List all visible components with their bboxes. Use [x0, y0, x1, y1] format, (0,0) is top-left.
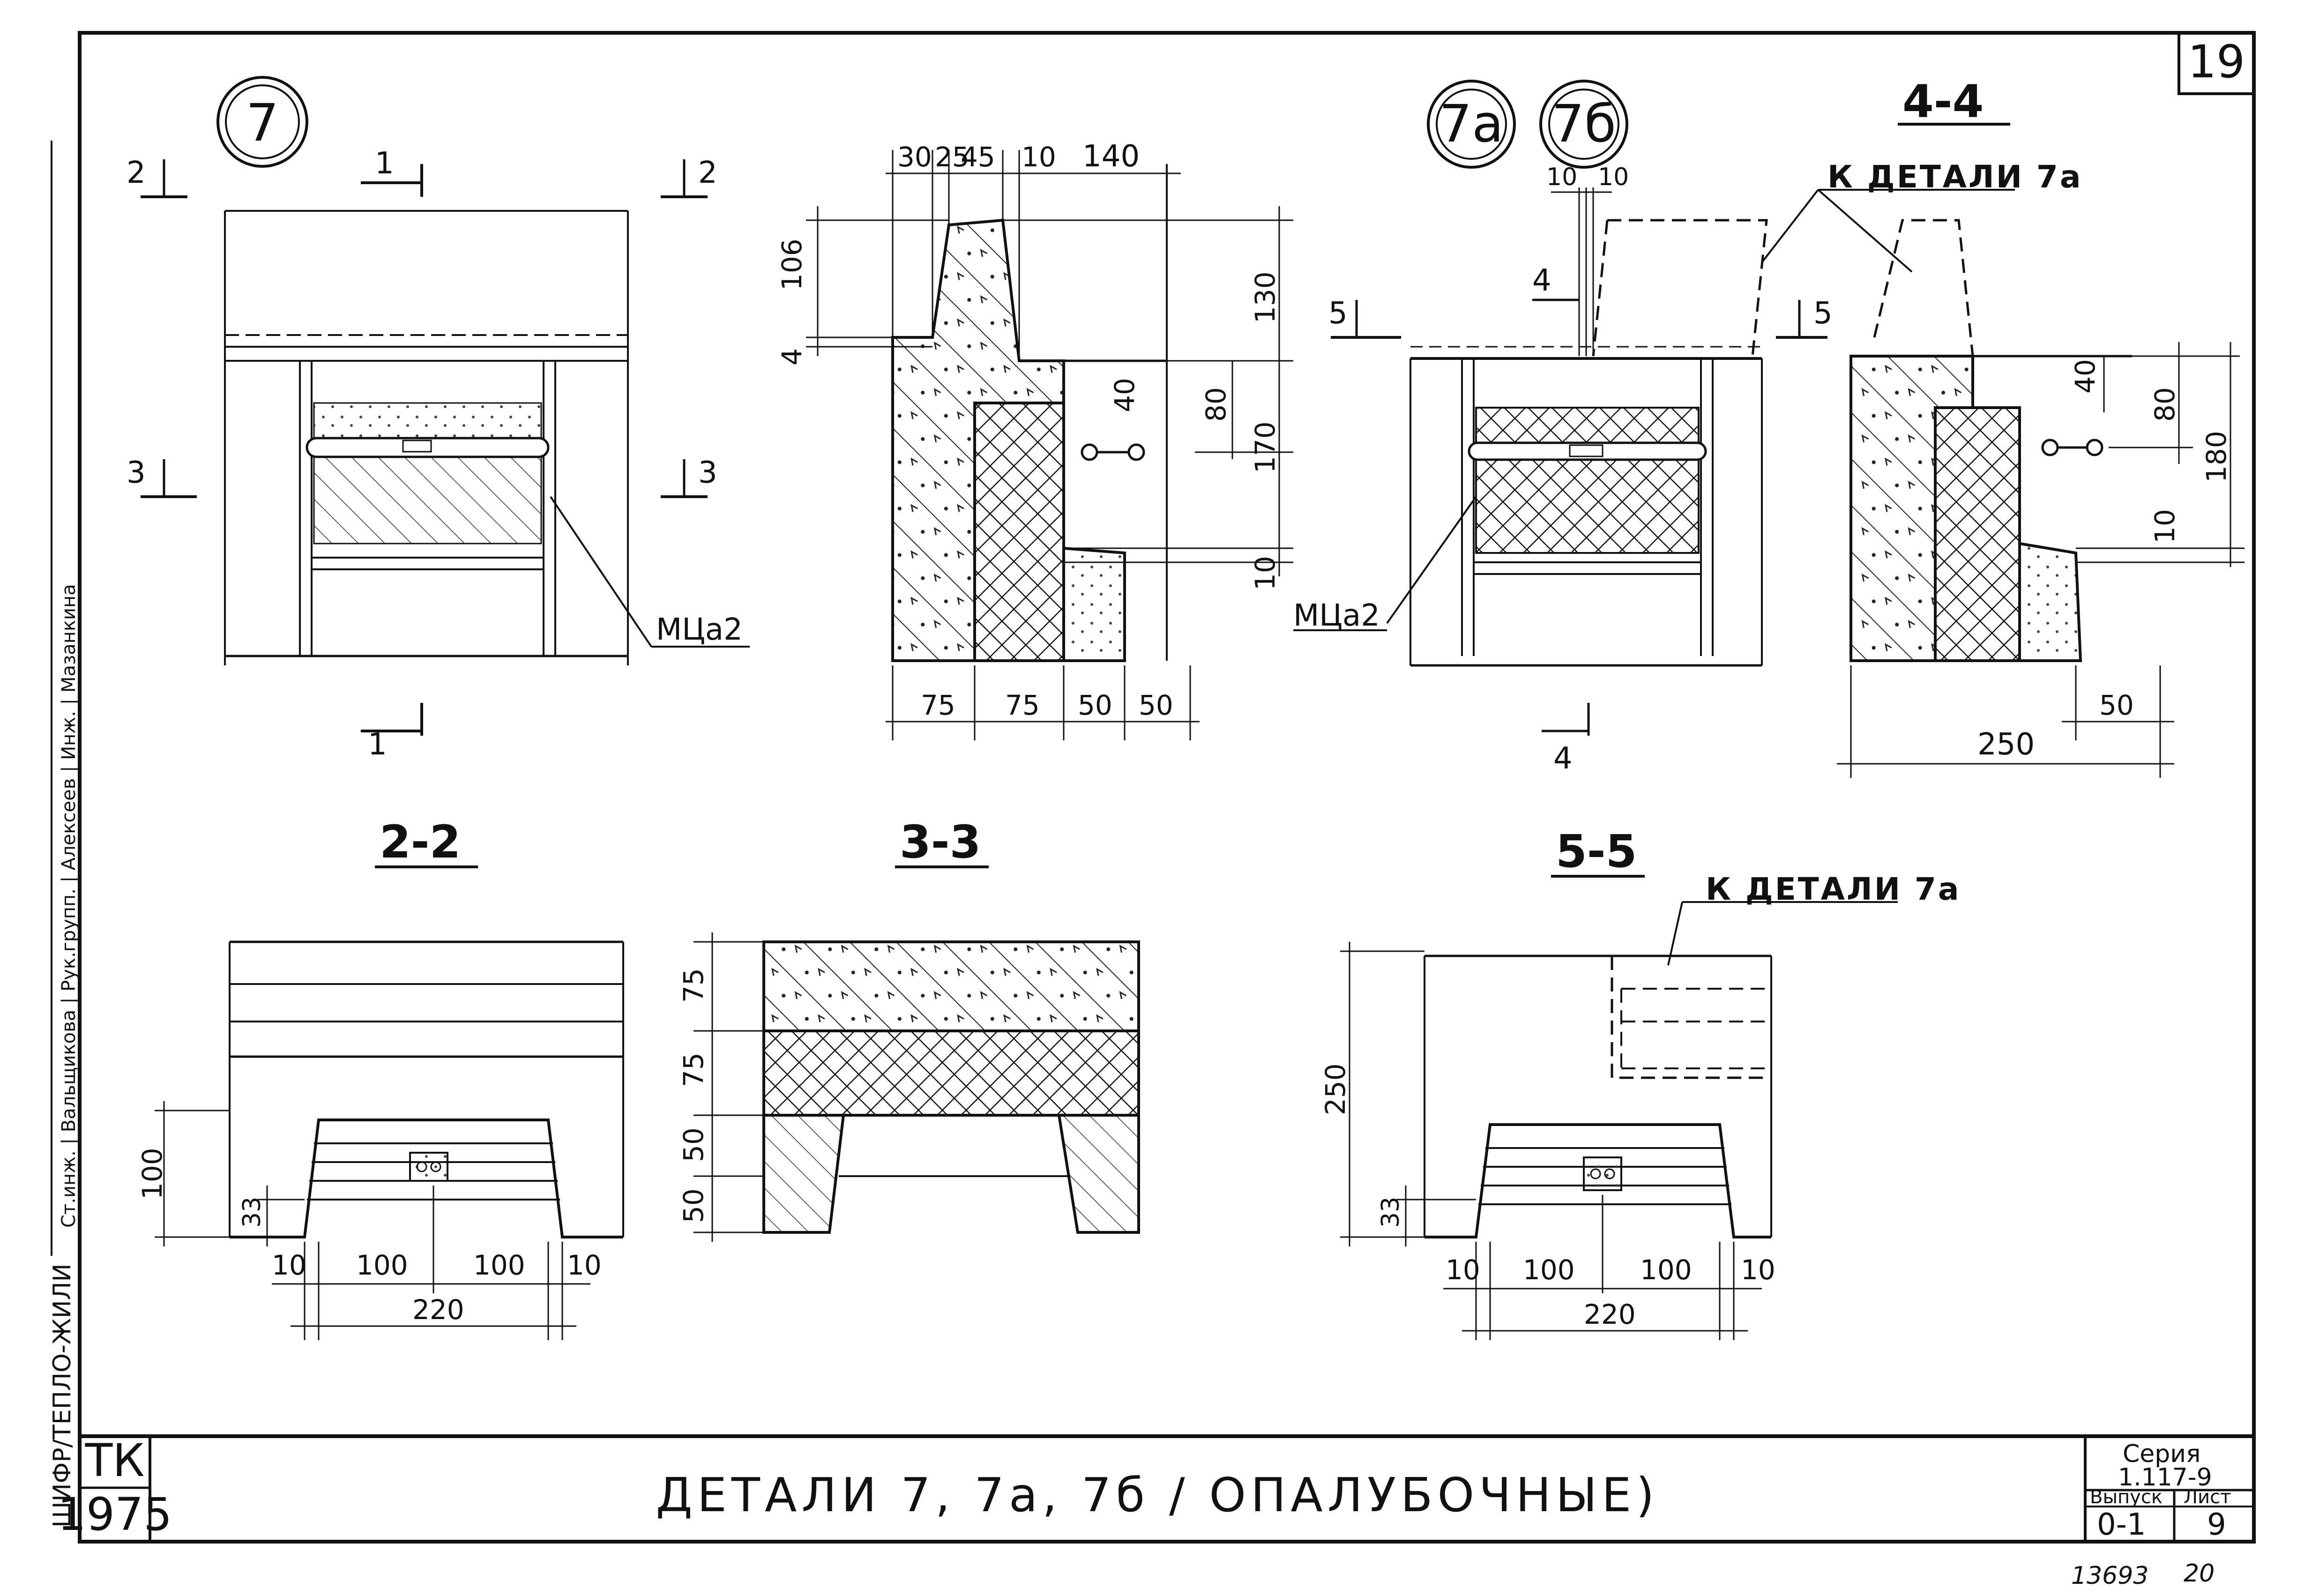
stamp-suffix: 20 — [2184, 1559, 2215, 1588]
sheet-frame — [78, 31, 2256, 1544]
s22-title: 2-2 — [380, 816, 461, 868]
d7a-part-label: МЦа2 — [1293, 598, 1380, 633]
detail-7-cut-3-right: 3 — [698, 455, 717, 490]
s44-bottom-dim-2: 250 — [1977, 727, 2035, 762]
s55-bottom-dim-3: 100 — [1640, 1254, 1692, 1286]
s44-right-dim-4: 10 — [2149, 509, 2181, 544]
s22-bottom-dim-4: 10 — [567, 1249, 602, 1281]
series-value: 1.117-9 — [2118, 1463, 2212, 1492]
s11-left-dim-2: 4 — [776, 348, 808, 365]
d7a-cut-4-bottom: 4 — [1553, 741, 1573, 776]
side-strip-bottom-text: ШИФР/ТЕПЛО-ЖИЛИ — [48, 1263, 76, 1528]
s11-left-dim-1: 106 — [776, 239, 808, 291]
s11-top-dim-3: 45 — [961, 141, 995, 173]
s44-title: 4-4 — [1902, 75, 1984, 128]
title-block-year: 1975 — [58, 1488, 172, 1541]
sheet-value: 9 — [2207, 1507, 2226, 1542]
detail-7a-marker: 7а — [1439, 94, 1503, 154]
s22-bottom-dim-5: 220 — [412, 1294, 464, 1326]
d7a-top-dim-2: 10 — [1598, 163, 1629, 191]
s22-left-dim-2: 33 — [238, 1197, 266, 1228]
drawing-title: ДЕТАЛИ 7, 7а, 7б / ОПАЛУБОЧНЫЕ) — [656, 1468, 1659, 1522]
s11-right-dim-3: 40 — [1109, 378, 1141, 412]
s11-bottom-dim-2: 75 — [1005, 689, 1040, 721]
s55-bottom-dim-2: 100 — [1523, 1254, 1575, 1286]
s11-top-dim-2: 25 — [935, 141, 970, 173]
s11-bottom-dim-1: 75 — [921, 689, 955, 721]
s55-bottom-dim-5: 220 — [1584, 1298, 1636, 1330]
s11-right-dim-2: 80 — [1200, 387, 1232, 422]
d7a-cut-5-right: 5 — [1813, 296, 1833, 331]
s33-title: 3-3 — [900, 816, 981, 868]
detail-7-cut-3-left: 3 — [127, 455, 146, 490]
s22-bottom-dim-2: 100 — [356, 1249, 408, 1281]
detail-7: 7 1 1 2 2 3 3 — [127, 76, 750, 762]
section-4-4: 4-4 К ДЕТАЛИ 7а 40 80 180 10 50 2 — [1761, 75, 2245, 778]
section-2-2: 2-2 100 33 10 100 100 10 — [136, 816, 624, 1340]
detail-7b-marker: 7б — [1551, 94, 1616, 154]
sheet-number-box: 19 — [2178, 31, 2255, 95]
s22-left-dim-1: 100 — [136, 1148, 168, 1200]
s22-bottom-dim-3: 100 — [473, 1249, 525, 1281]
d7a-top-dim-1: 10 — [1546, 163, 1577, 191]
side-strip: Ст.инж. | Вальщикова | Рук.групп. | Алек… — [48, 141, 80, 1528]
s11-top-dim-4: 10 — [1022, 141, 1056, 173]
s44-bottom-dim-1: 50 — [2099, 689, 2134, 721]
detail-7-cut-2-right: 2 — [698, 156, 717, 190]
detail-7-cut-1-top: 1 — [375, 146, 394, 181]
s33-left-dim-2: 75 — [678, 1052, 709, 1087]
issue-label: Выпуск — [2090, 1486, 2163, 1508]
detail-7-marker: 7 — [246, 93, 279, 153]
archive-stamp: 13693 20 — [2071, 1559, 2215, 1590]
title-block: ТК 1975 ДЕТАЛИ 7, 7а, 7б / ОПАЛУБОЧНЫЕ) … — [58, 1434, 2254, 1542]
series-label: Серия — [2123, 1440, 2200, 1468]
title-block-code: ТК — [85, 1434, 145, 1487]
s22-bottom-dim-1: 10 — [272, 1249, 306, 1281]
s11-bottom-dim-3: 50 — [1078, 689, 1112, 721]
s55-bottom-dim-4: 10 — [1741, 1254, 1775, 1286]
d7a-cut-4-top: 4 — [1532, 263, 1551, 298]
s11-right-dim-4: 170 — [1249, 421, 1281, 473]
s11-bottom-dim-4: 50 — [1139, 689, 1173, 721]
s44-right-dim-3: 180 — [2200, 431, 2232, 483]
sheet-label: Лист — [2184, 1486, 2231, 1508]
detail-7-cut-1-bottom: 1 — [368, 727, 387, 762]
detail-7a-7b: 7а 7б 10 10 4 4 5 5 — [1293, 80, 1833, 776]
s44-right-dim-2: 80 — [2149, 387, 2181, 422]
s33-left-dim-1: 75 — [678, 968, 709, 1003]
issue-value: 0-1 — [2097, 1507, 2146, 1542]
section-1-1: 30 25 45 10 140 106 4 130 80 40 170 10 7… — [776, 139, 1293, 740]
s33-left-dim-4: 50 — [678, 1188, 709, 1223]
sheet-number-top: 19 — [2188, 36, 2245, 88]
section-5-5: 5-5 К ДЕТАЛИ 7а 250 33 — [1320, 825, 1959, 1340]
s11-right-dim-1: 130 — [1249, 271, 1281, 323]
s55-bottom-dim-1: 10 — [1446, 1254, 1480, 1286]
section-3-3: 3-3 75 75 50 50 — [678, 816, 1140, 1242]
s11-top-dim-5: 140 — [1082, 139, 1140, 174]
detail-7-cut-2-left: 2 — [127, 156, 146, 190]
detail-7-part-label: МЦа2 — [656, 612, 743, 647]
s44-right-dim-1: 40 — [2069, 359, 2101, 394]
s11-right-dim-5: 10 — [1249, 556, 1281, 590]
s55-left-dim-2: 33 — [1377, 1197, 1405, 1228]
side-strip-text: Ст.инж. | Вальщикова | Рук.групп. | Алек… — [58, 584, 80, 1228]
s55-title: 5-5 — [1556, 825, 1637, 878]
s55-left-dim-1: 250 — [1320, 1063, 1351, 1115]
s11-top-dim-1: 30 — [897, 141, 932, 173]
d7a-cut-5-left: 5 — [1328, 296, 1348, 331]
stamp-number: 13693 — [2071, 1562, 2148, 1590]
s33-left-dim-3: 50 — [678, 1127, 709, 1162]
